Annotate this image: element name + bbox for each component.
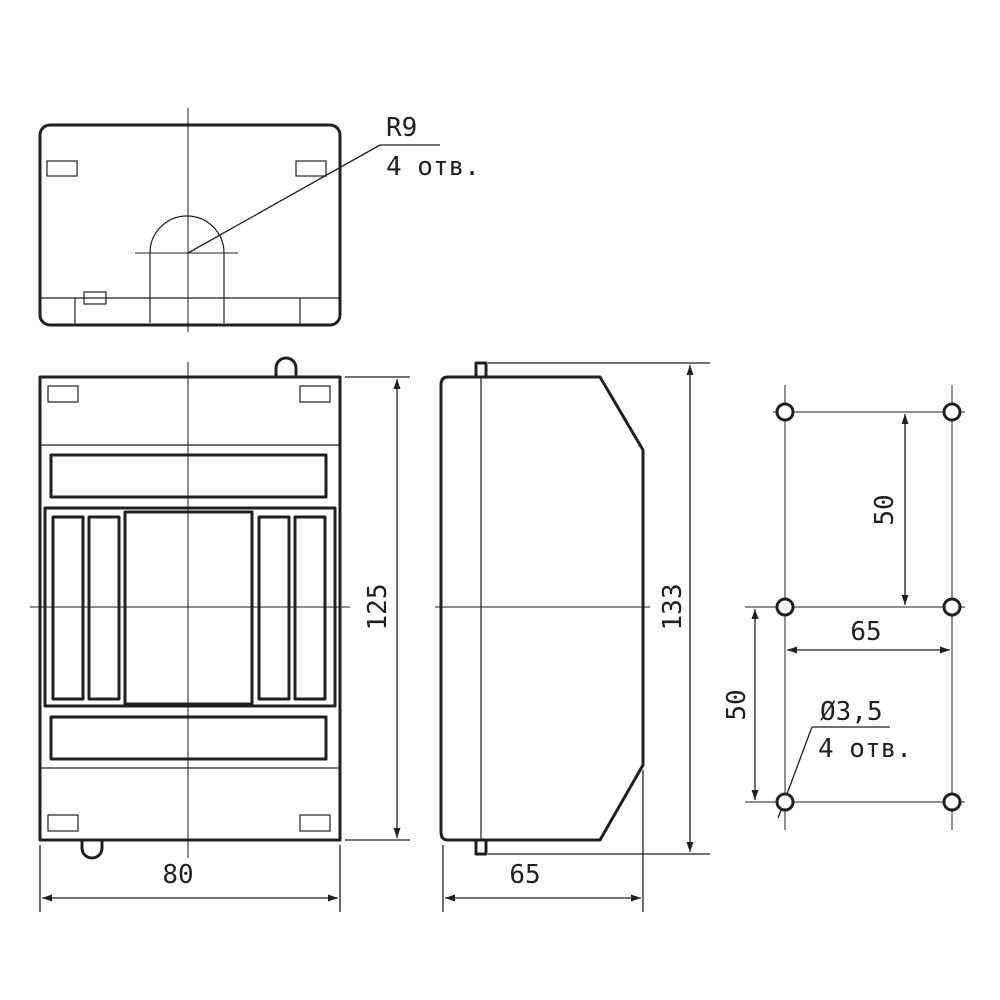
- side-depth-label: 65: [509, 860, 540, 890]
- hole-diameter-label: Ø3,5: [820, 697, 883, 727]
- front-height-label: 125: [363, 584, 393, 631]
- mounting-hole: [942, 402, 962, 422]
- side-height-label: 133: [658, 584, 688, 631]
- top-view: R9 4 отв.: [38, 108, 480, 332]
- mounting-hole: [942, 597, 962, 617]
- mounting-hole: [775, 402, 795, 422]
- front-width-label: 80: [162, 860, 193, 890]
- horizontal-spacing-label: 65: [850, 617, 881, 647]
- side-view: 133 65: [435, 361, 710, 912]
- lower-spacing-label: 50: [722, 689, 752, 720]
- mounting-hole-pattern: 50 65 50 Ø3,5 4 отв.: [722, 385, 965, 830]
- upper-spacing-label: 50: [870, 494, 900, 525]
- radius-label: R9: [386, 113, 417, 143]
- radius-count-label: 4 отв.: [386, 152, 480, 182]
- front-view: 125 80: [30, 356, 410, 912]
- mounting-hole: [942, 792, 962, 812]
- mounting-hole: [775, 597, 795, 617]
- hole-count-label: 4 отв.: [818, 734, 912, 764]
- mounting-hole: [775, 792, 795, 812]
